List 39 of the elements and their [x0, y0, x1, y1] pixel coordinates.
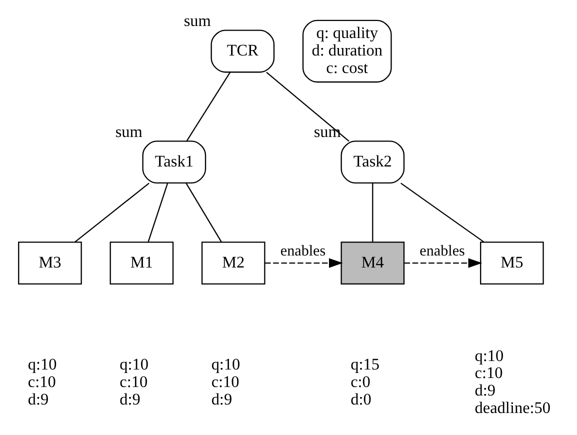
node-label: c:10 — [120, 372, 148, 391]
arrow — [404, 258, 482, 268]
connector — [266, 72, 350, 142]
node-label: q:10 — [474, 346, 504, 365]
node-label: q:10 — [211, 355, 240, 374]
arrow — [264, 258, 343, 268]
node-box: Task2 — [340, 140, 405, 184]
node-label: d:0 — [350, 390, 372, 408]
node-label: deadline:50 — [474, 399, 551, 418]
connector — [186, 182, 222, 242]
connector — [400, 182, 484, 242]
node-box: M3 — [18, 242, 82, 285]
node-box: M4 — [340, 242, 405, 285]
node-label: sum — [184, 12, 211, 30]
node-box: TCR — [210, 30, 275, 73]
connector — [148, 183, 168, 242]
node-label: q:10 — [28, 355, 57, 374]
node-label: q:10 — [120, 355, 148, 374]
node-box: M1 — [110, 242, 174, 285]
node-label: d:9 — [28, 390, 49, 408]
connector — [186, 72, 231, 142]
node-label: d:9 — [474, 382, 496, 400]
connector — [74, 182, 150, 242]
edge-label: enables — [280, 243, 326, 260]
node-box: M2 — [201, 242, 266, 285]
node-label: c:0 — [350, 372, 370, 391]
node-label: sum — [115, 122, 142, 141]
edge-label: enables — [420, 243, 465, 260]
node-label: d:9 — [211, 390, 232, 408]
node-box: M5 — [480, 242, 544, 285]
connector — [372, 183, 374, 242]
node-label: c:10 — [474, 364, 503, 382]
node-label: d:9 — [120, 390, 140, 408]
node-label: sum — [314, 122, 341, 141]
node-box: q: quality d: duration c: cost — [302, 20, 392, 83]
node-box: Task1 — [142, 140, 206, 184]
node-label: q:15 — [350, 355, 380, 374]
node-label: c:10 — [28, 372, 56, 391]
node-label: c:10 — [211, 372, 240, 391]
